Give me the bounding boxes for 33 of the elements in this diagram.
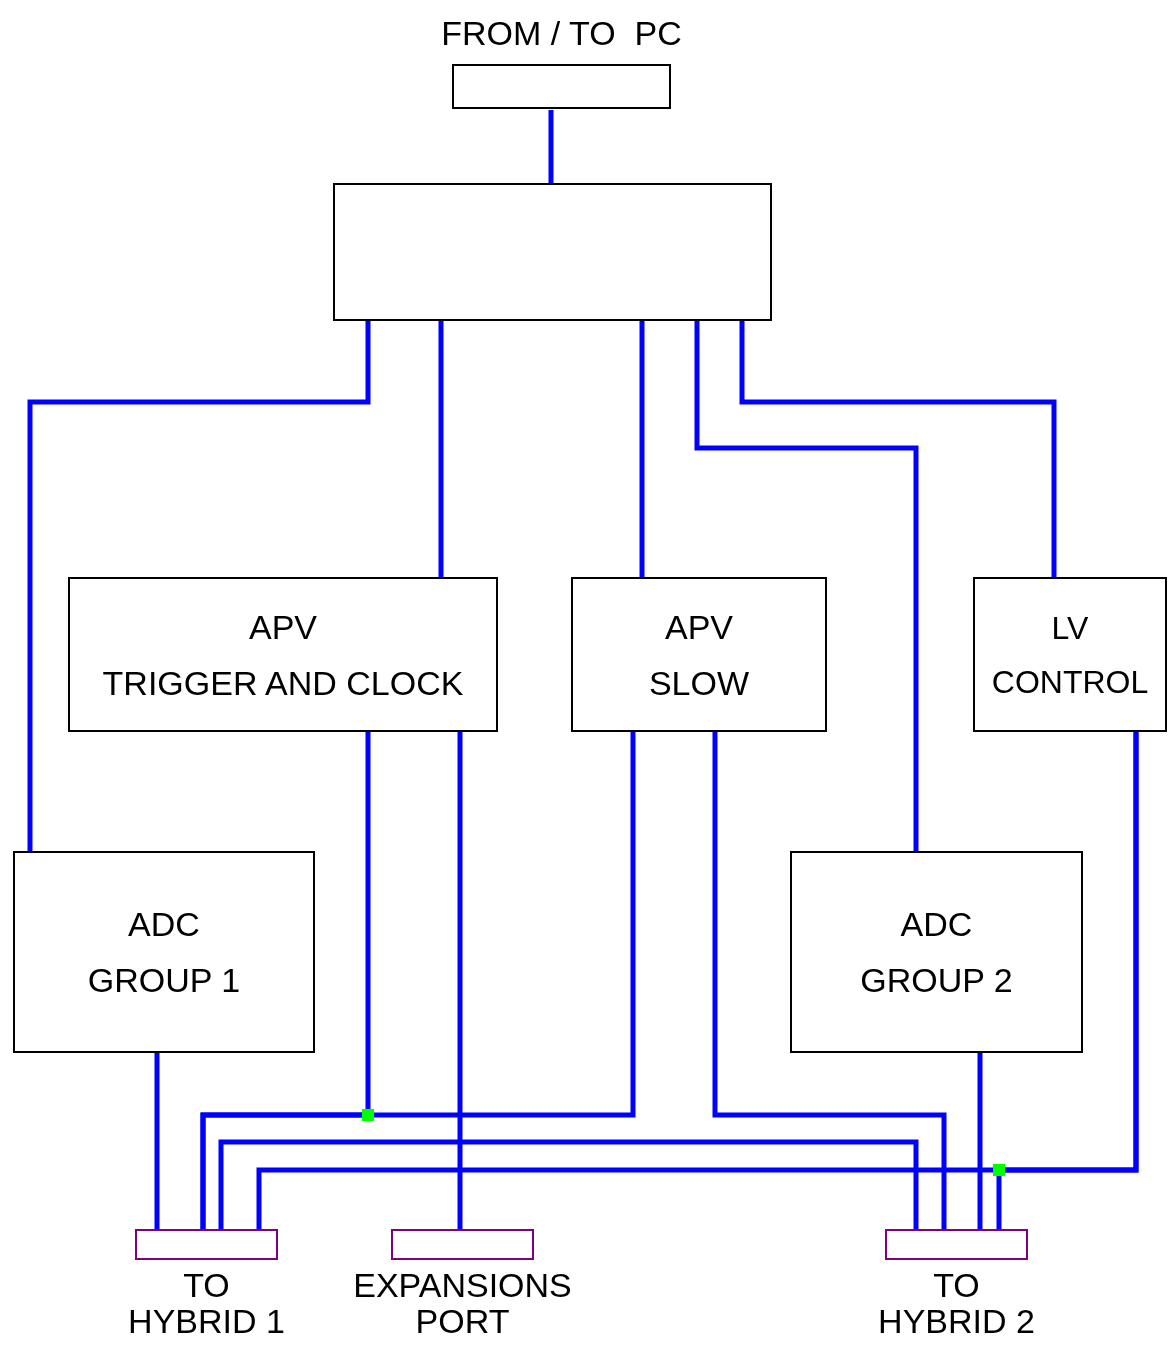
module-label: ADC	[128, 907, 200, 941]
wire	[457, 732, 463, 1229]
module-label: CONTROL	[991, 665, 1149, 698]
port-label: TO HYBRID 1	[127, 1268, 286, 1340]
wire	[438, 321, 444, 577]
module-label: ADC	[900, 907, 973, 941]
module-label: APV	[664, 609, 733, 644]
module-label: GROUP 1	[87, 963, 241, 997]
wire	[694, 321, 919, 851]
wire	[712, 732, 947, 1229]
wire	[548, 110, 554, 183]
wire	[27, 321, 371, 851]
module-label: SLOW	[648, 665, 750, 700]
wire	[200, 732, 636, 1229]
module-box	[790, 851, 1083, 1053]
module-label: TRIGGER AND CLOCK	[102, 665, 464, 700]
wire	[739, 321, 1057, 577]
module-box	[13, 851, 315, 1053]
wire	[218, 1139, 919, 1229]
module-label: APV	[248, 609, 317, 644]
module-label: LV	[1051, 611, 1089, 644]
module-box	[571, 577, 827, 732]
wire	[977, 1053, 983, 1229]
wire	[996, 732, 1139, 1229]
controller-box	[333, 183, 772, 321]
port-label: EXPANSIONS PORT	[352, 1268, 573, 1340]
module-label: GROUP 2	[860, 963, 1013, 997]
wire	[154, 1053, 160, 1229]
port-label: TO HYBRID 2	[877, 1268, 1036, 1340]
module-box	[973, 577, 1167, 732]
module-box	[68, 577, 498, 732]
wire	[639, 321, 645, 577]
port-label: FROM / TO PC	[440, 16, 683, 52]
